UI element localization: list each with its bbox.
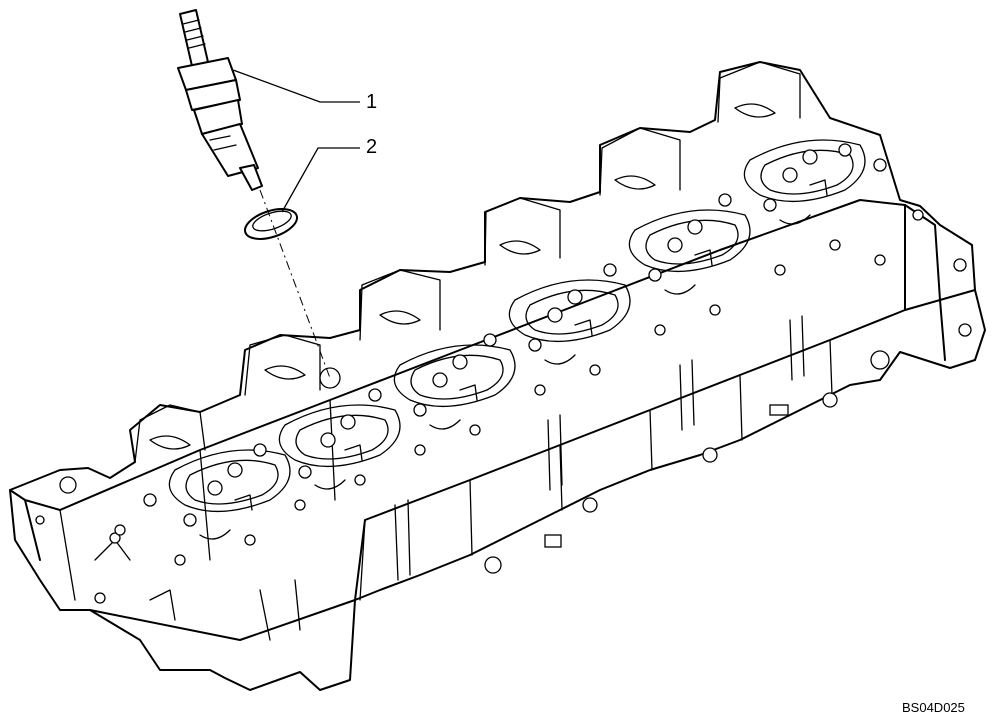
sealing-washer — [244, 208, 298, 240]
fuel-injector — [177, 9, 263, 191]
leader-line-2 — [281, 147, 360, 213]
assembly-centerline — [259, 189, 331, 379]
callout-2: 2 — [366, 136, 378, 158]
callout-1: 1 — [366, 91, 378, 113]
drawing-reference-code: BS04D025 — [902, 700, 965, 715]
cylinder-head — [9, 61, 986, 691]
leader-line-1 — [232, 69, 360, 103]
